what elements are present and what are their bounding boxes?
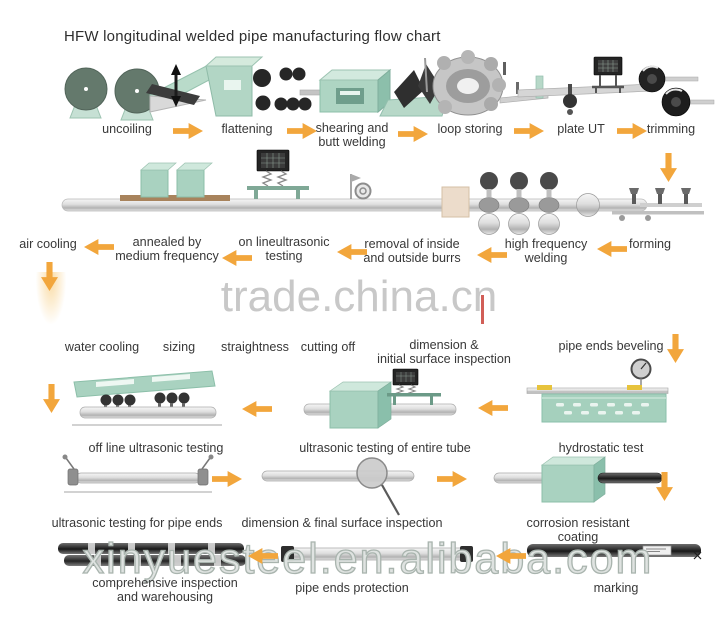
welding-line-pipe-illustration — [61, 198, 702, 212]
label-cutting-off: cutting off — [300, 340, 356, 354]
label-sizing: sizing — [162, 340, 196, 354]
uncoiling-machine-illustration — [64, 67, 160, 121]
offline-ultrasonic-machine-illustration — [72, 370, 222, 426]
pipe-ends-ultrasonic-illustration — [62, 454, 214, 493]
label-loop-storing: loop storing — [437, 122, 503, 136]
label-uncoiling: uncoiling — [102, 122, 152, 136]
label-flattening: flattening — [221, 122, 273, 136]
label-high-frequency-welding: high frequency welding — [504, 237, 588, 266]
label-plate-ut: plate UT — [557, 122, 605, 136]
seam-flag-and-coil-illustration — [350, 174, 372, 200]
marked-pipe-illustration — [527, 544, 702, 560]
label-straightness: straightness — [221, 340, 289, 354]
label-comprehensive-inspection: comprehensive inspection and warehousing — [92, 576, 238, 605]
label-shearing-butt-welding: shearing and butt welding — [315, 121, 389, 150]
flattening-machine-illustration — [146, 56, 264, 117]
shearing-butt-welding-machine-illustration — [318, 68, 392, 114]
watermark-trade-china: trade.china.cn — [220, 272, 498, 321]
label-online-ultrasonic-testing: on lineultrasonic testing — [238, 235, 330, 264]
warehousing-pipes-illustration — [58, 543, 246, 566]
label-dimension-final-inspection: dimension & final surface inspection — [241, 516, 443, 530]
plate-ut-station-illustration — [517, 56, 653, 115]
label-air-cooling: air cooling — [19, 237, 77, 251]
annealing-induction-coils-illustration — [120, 162, 230, 201]
coating-machine-illustration — [493, 456, 663, 503]
label-hydrostatic-test: hydrostatic test — [558, 441, 644, 455]
label-forming: forming — [629, 237, 671, 251]
label-trimming: trimming — [646, 122, 696, 136]
label-annealed-medium-frequency: annealed by medium frequency — [115, 235, 219, 264]
label-water-cooling: water cooling — [64, 340, 140, 354]
entire-tube-ultrasonic-machine-illustration — [303, 368, 457, 429]
burr-removal-unit-illustration — [441, 186, 470, 218]
protected-pipe-illustration — [281, 546, 473, 562]
label-burr-removal: removal of inside and outside burrs — [363, 237, 461, 266]
final-surface-inspection-illustration — [261, 457, 415, 516]
loop-storing-illustration — [432, 50, 549, 116]
welding-forming-rollers-illustration — [478, 172, 704, 235]
label-ultrasonic-entire-tube: ultrasonic testing of entire tube — [299, 441, 471, 455]
chart-title: HFW longitudinal welded pipe manufacturi… — [64, 28, 441, 45]
hydrostatic-test-machine-illustration — [526, 358, 669, 423]
label-corrosion-coating: corrosion resistant coating — [526, 516, 630, 545]
label-pipe-ends-beveling: pipe ends beveling — [558, 339, 664, 353]
label-dimension-initial-inspection: dimension & initial surface inspection — [377, 338, 511, 367]
watermark-alibaba: xinyuesteel.en.alibaba.com — [82, 534, 654, 583]
online-ultrasonic-station-illustration — [247, 149, 309, 199]
watermark-red-stroke — [481, 295, 484, 324]
label-offline-ultrasonic-testing: off line ultrasonic testing — [88, 441, 224, 455]
label-ultrasonic-pipe-ends: ultrasonic testing for pipe ends — [51, 516, 223, 530]
roller-stand-illustration — [253, 67, 325, 111]
label-pipe-ends-protection: pipe ends protection — [295, 581, 409, 595]
edge-cutter-illustration — [379, 57, 449, 117]
label-marking: marking — [593, 581, 639, 595]
trimming-machine-illustration — [638, 65, 715, 117]
